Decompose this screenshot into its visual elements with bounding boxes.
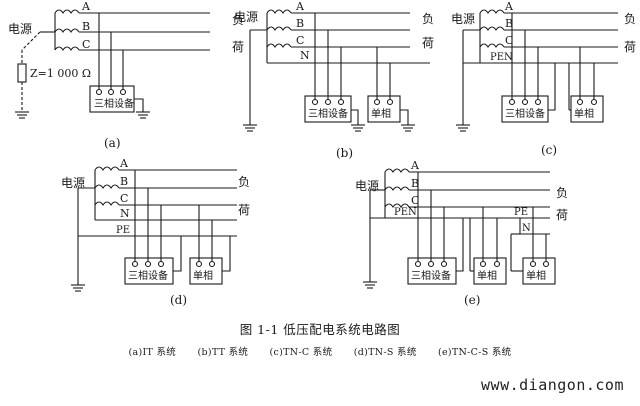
device3-label-e: 三相设备 <box>411 269 451 282</box>
diagram-c: 电源 A B C PEN 负 荷 三相设备 单相 (c) <box>451 0 636 157</box>
device1b-label-e: 单相 <box>526 269 546 282</box>
phase-B-a: B <box>82 20 90 33</box>
load-top-d: 负 <box>238 175 250 189</box>
load-top-b: 负 <box>422 12 434 26</box>
subcaption-e: (e)TN-C-S 系统 <box>437 347 512 358</box>
device3-label-b: 三相设备 <box>308 107 348 120</box>
single-phase-device-b <box>367 95 401 123</box>
diagram-label-b: (b) <box>336 146 353 160</box>
neutral-N-d: N <box>120 207 130 220</box>
source-label-d: 电源 <box>61 176 85 190</box>
neutral-N-e: N <box>522 223 531 234</box>
source-label-e: 电源 <box>355 179 379 193</box>
diagram-a: 电源 A B C 负 荷 Z=1 000 Ω 三相设备 (a) <box>8 0 244 150</box>
device1-label-b: 单相 <box>371 107 391 120</box>
load-top-a: 负 <box>232 13 244 27</box>
diagram-label-c: (c) <box>541 143 557 157</box>
phase-A-b: A <box>295 0 305 13</box>
source-label-c: 电源 <box>451 12 475 26</box>
load-bottom-b: 荷 <box>422 36 434 50</box>
phase-B-c: B <box>505 17 513 30</box>
subcaption-a: (a)IT 系统 <box>128 347 177 358</box>
phase-A-c: A <box>504 0 514 13</box>
phase-C-d: C <box>120 192 128 205</box>
diagram-d: 电源 A B C N PE 负 荷 三相设备 单相 (d) <box>61 157 250 307</box>
diagram-label-a: (a) <box>104 136 121 150</box>
figure-title: 图 1-1 低压配电系统电路图 <box>239 322 401 337</box>
diagram-e: 电源 A B C PEN PE N 负 荷 三相设备 单相 <box>355 159 568 307</box>
subcaption-b: (b)TT 系统 <box>197 347 249 358</box>
phase-B-d: B <box>120 175 128 188</box>
subcaption-d: (d)TN-S 系统 <box>353 347 417 358</box>
three-phase-device-c <box>501 95 549 123</box>
device1-label-d: 单相 <box>193 269 213 282</box>
diagram-label-e: (e) <box>464 293 480 307</box>
phase-C-a: C <box>82 38 90 51</box>
load-bottom-d: 荷 <box>238 203 250 217</box>
impedance-resistor <box>17 63 27 83</box>
figure-subcaptions: (a)IT 系统 (b)TT 系统 (c)TN-C 系统 (d)TN-S 系统 … <box>0 344 640 358</box>
device3-label-c: 三相设备 <box>505 107 545 120</box>
pe-label-e: PE <box>514 207 528 218</box>
source-label-a: 电源 <box>8 22 32 36</box>
phase-C-e: C <box>411 194 419 207</box>
three-phase-device-b <box>304 95 352 123</box>
load-top-c: 负 <box>624 12 636 26</box>
device1a-label-e: 单相 <box>477 269 497 282</box>
coil-a-2 <box>54 28 80 33</box>
diagram-label-d: (d) <box>170 293 187 307</box>
coil-a-1 <box>54 9 80 14</box>
device3-label-d: 三相设备 <box>128 269 168 282</box>
subcaption-c: (c)TN-C 系统 <box>269 347 333 358</box>
load-bottom-a: 荷 <box>232 40 244 54</box>
pe-label-d: PE <box>116 225 130 236</box>
phase-C-b: C <box>296 34 304 47</box>
load-top-e: 负 <box>556 186 568 200</box>
phase-C-c: C <box>505 34 513 47</box>
neutral-N-b: N <box>300 49 310 62</box>
phase-B-b: B <box>296 17 304 30</box>
coil-a-3 <box>54 46 80 51</box>
load-bottom-c: 荷 <box>624 40 636 54</box>
device-label-a: 三相设备 <box>94 97 134 110</box>
impedance-label: Z=1 000 Ω <box>30 67 91 80</box>
watermark: www.diangon.com <box>481 376 624 394</box>
pen-label-c: PEN <box>490 52 513 63</box>
phase-B-e: B <box>411 177 419 190</box>
load-bottom-e: 荷 <box>556 208 568 222</box>
device1-label-c: 单相 <box>574 107 594 120</box>
phase-A-a: A <box>81 0 91 13</box>
phase-A-e: A <box>410 159 420 172</box>
single-phase-device-c <box>570 95 604 123</box>
diagram-b: 电源 A B C N 负 荷 三相设备 单相 (b) <box>234 0 434 160</box>
source-label-b: 电源 <box>234 10 258 24</box>
pen-label-e: PEN <box>394 207 417 218</box>
phase-A-d: A <box>119 157 129 170</box>
